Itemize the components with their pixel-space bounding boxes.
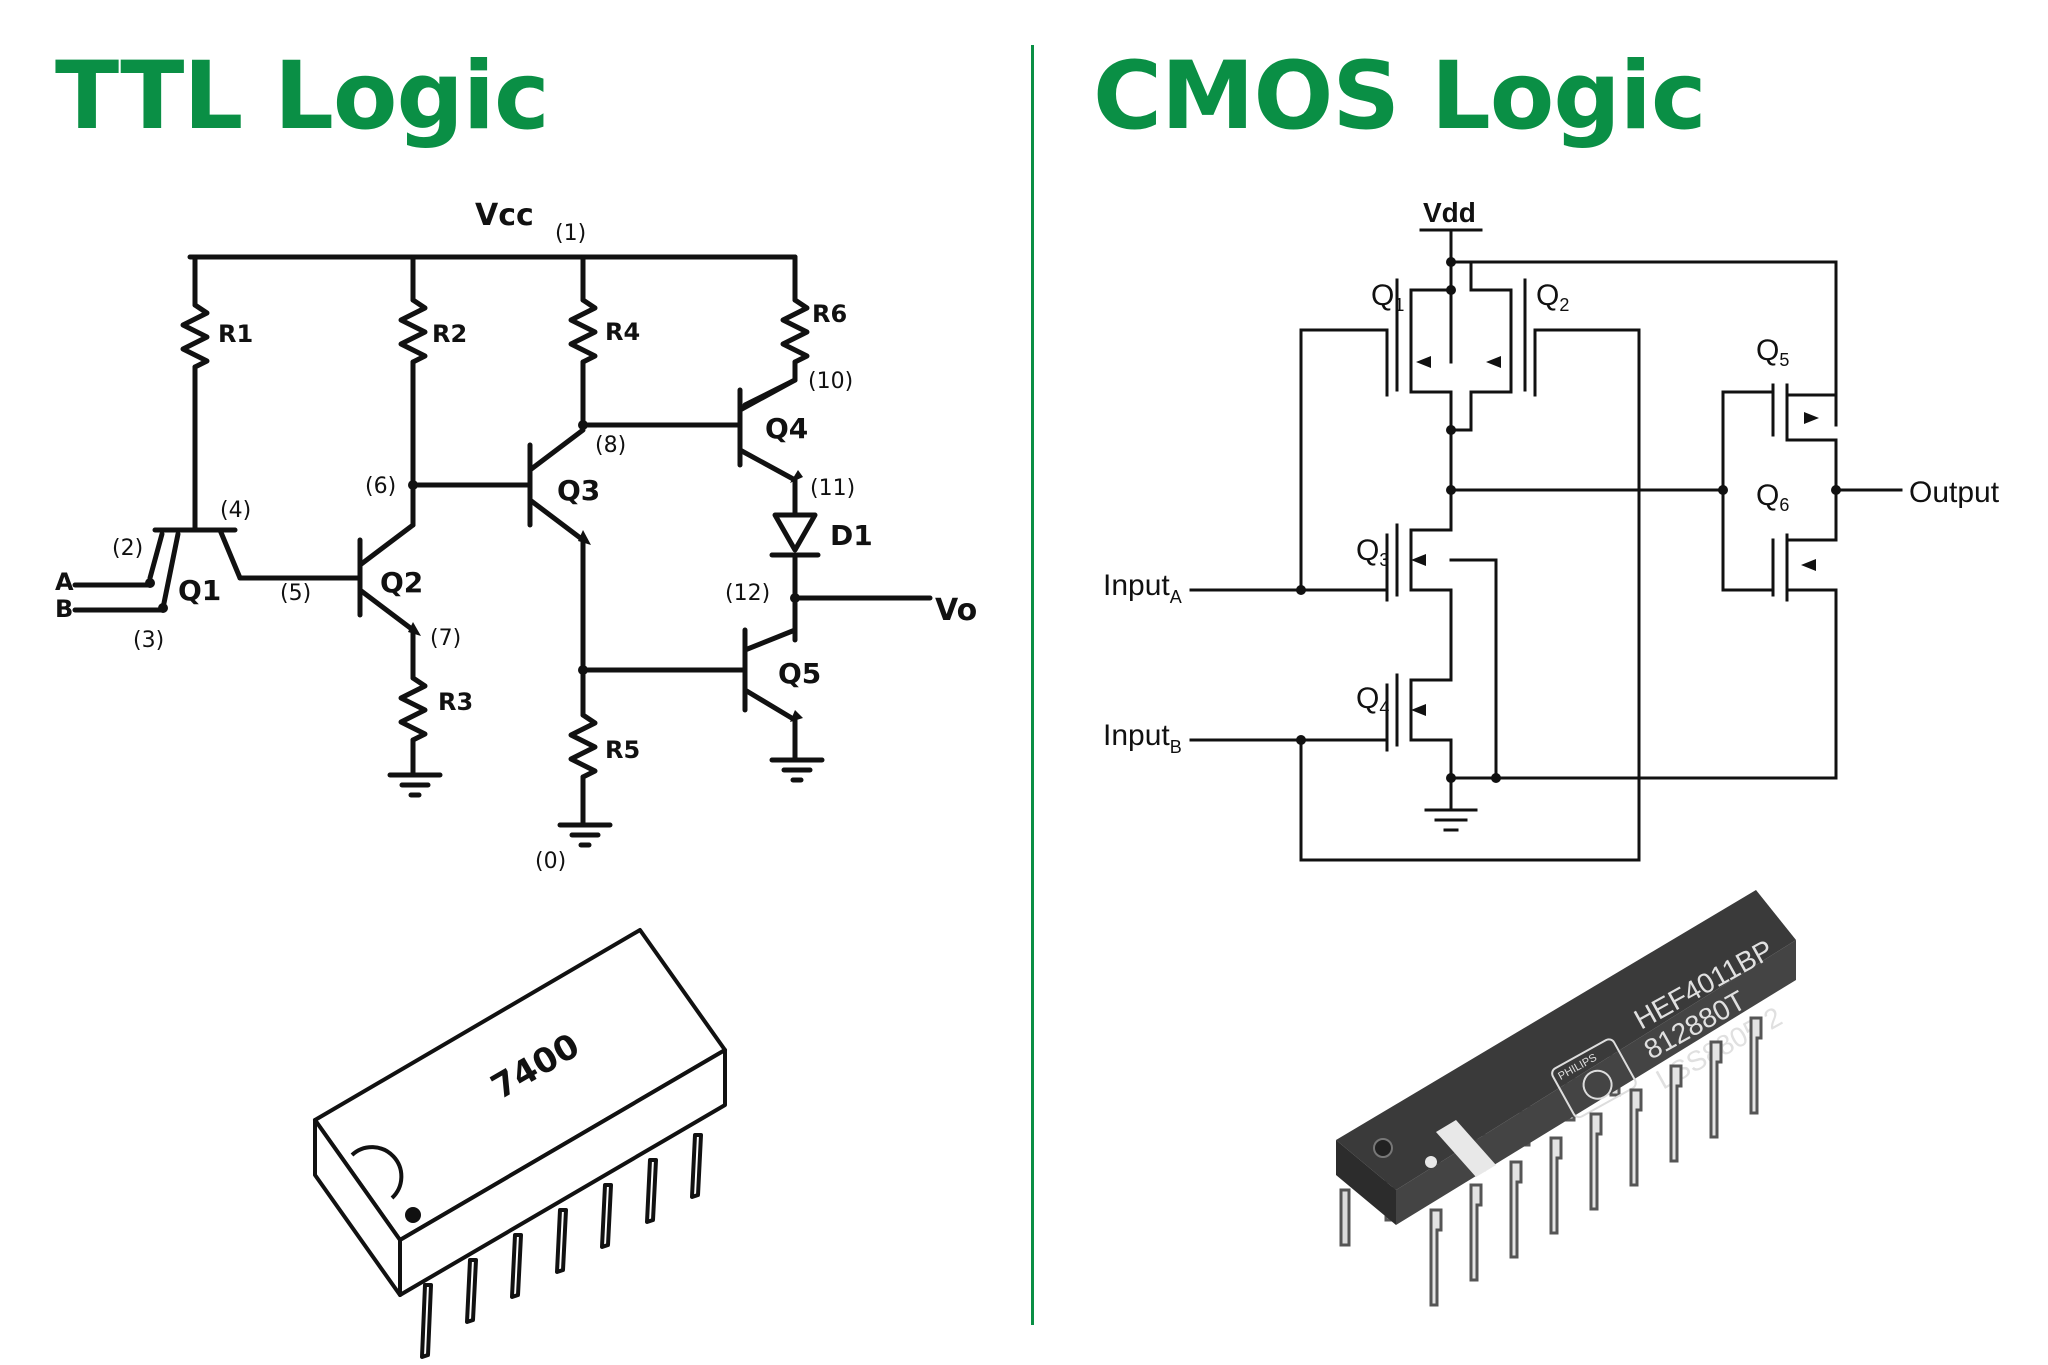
r3-label: R3	[438, 688, 473, 716]
input-a-label: A	[55, 568, 74, 596]
q1-label: Q1	[1371, 279, 1404, 315]
vcc-label: Vcc	[475, 198, 534, 233]
input-b-label: InputB	[1103, 719, 1182, 757]
d1-diode	[772, 512, 818, 553]
r5-label: R5	[605, 736, 640, 764]
r1-label: R1	[218, 320, 253, 348]
q5-label: Q5	[1756, 334, 1789, 370]
node-0-label: (0)	[535, 849, 566, 874]
q6-label: Q6	[1756, 479, 1789, 515]
chip-pins-front	[1429, 1016, 1763, 1307]
r2-resistor	[398, 297, 428, 365]
q4-label: Q4	[765, 412, 808, 445]
r1-resistor	[180, 302, 210, 370]
q1-label: Q1	[178, 574, 221, 607]
r4-resistor	[568, 297, 598, 365]
ttl-title: TTL Logic	[55, 42, 550, 151]
cmos-schematic: Vdd Q1 Q2 Q5 Q6 Output Q3 InputA Q4 Inpu…	[1103, 197, 2000, 862]
node-1-label: (1)	[555, 221, 586, 246]
r6-label: R6	[812, 300, 847, 328]
q4-label: Q4	[1356, 682, 1389, 718]
node-3-label: (3)	[133, 628, 164, 653]
cmos-chip-hef4011bp: PHILIPS HEF4011BP 812880T LSS8805 2	[1336, 890, 1796, 1307]
node-8-label: (8)	[595, 433, 626, 458]
cmos-title: CMOS Logic	[1093, 42, 1707, 151]
q3-label: Q3	[557, 474, 600, 507]
vdd-label: Vdd	[1423, 197, 1476, 228]
node-12-label: (12)	[725, 581, 770, 606]
r2-label: R2	[432, 320, 467, 348]
chip-pins-front	[420, 1133, 703, 1359]
ttl-schematic: Vcc (1) R1 R2 R4 R6 (10) (8) Q4 Q3 (6) (…	[55, 198, 977, 874]
r3-resistor	[398, 675, 428, 743]
input-a-label: InputA	[1103, 569, 1182, 607]
vo-label: Vo	[935, 593, 977, 628]
q3-label: Q3	[1356, 534, 1389, 570]
node-7-label: (7)	[430, 626, 461, 651]
node-6-label: (6)	[365, 474, 396, 499]
ttl-chip-7400: 7400	[313, 928, 727, 1359]
node-2-label: (2)	[112, 536, 143, 561]
input-b-label: B	[55, 595, 73, 623]
section-divider	[1031, 45, 1034, 1325]
q5-label: Q5	[778, 657, 821, 690]
output-label: Output	[1909, 476, 2000, 509]
q2-label: Q2	[1536, 279, 1569, 315]
node-10-label: (10)	[808, 369, 853, 394]
node-4-label: (4)	[220, 498, 251, 523]
q2-label: Q2	[380, 566, 423, 599]
node-5-label: (5)	[280, 581, 311, 606]
node-11-label: (11)	[810, 476, 855, 501]
r5-resistor	[568, 712, 598, 780]
d1-label: D1	[830, 519, 873, 552]
r6-resistor	[780, 297, 810, 365]
r4-label: R4	[605, 318, 640, 346]
